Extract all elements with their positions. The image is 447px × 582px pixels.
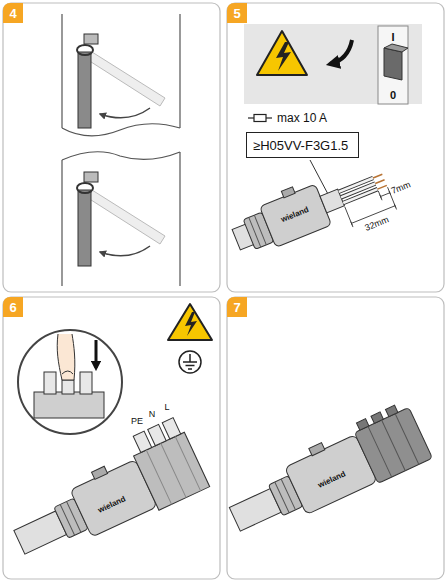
magnifier-detail-part [95,340,98,368]
step-number-text: 7 [233,301,240,314]
pipe-lower-part [62,152,180,286]
connector-open-part [146,436,200,504]
magnifier-detail-part [44,372,56,394]
strap-lower-part [78,190,91,266]
strap-lower-part [77,183,93,193]
fuse-symbol [248,115,272,122]
brand-logo: wieland [279,205,311,224]
connector-open-part [133,431,151,452]
switch-off-panel-part [244,24,422,104]
magnifier-detail [18,330,122,434]
step-number: 7 [227,297,247,317]
strap-lower [77,172,165,266]
strap-upper-part [84,34,98,44]
connector-stripped [226,154,397,270]
connector-closed-part [368,414,419,477]
step-number-text: 5 [233,7,240,20]
cable-spec-box: ≥H05VV-F3G1.5 [246,132,359,158]
pipe-upper-part [62,14,180,128]
connector-stripped-part-part [339,178,378,203]
pipe-upper [62,14,180,136]
connector-stripped-part [249,215,267,247]
switch-panel: I0 [244,24,422,104]
warning-triangle [168,304,212,340]
terminal-name: PE [130,417,144,426]
warning-triangle-part [185,312,197,336]
magnifier-detail-part [18,330,122,434]
magnifier-detail-part [62,371,73,374]
connector-stripped-part-part [373,174,387,189]
magnifier-detail-part [62,380,74,394]
fuse-symbol-part [254,115,266,122]
switch-off-panel-part [384,44,408,52]
terminal-name: L [163,403,170,412]
switch-mark: I [390,32,395,43]
brand-logo: wieland [316,470,348,490]
strap-upper-part [78,52,91,128]
strap-upper-part [100,108,150,118]
panel-frames [3,3,444,579]
switch-off-panel-part [330,40,352,64]
panel-frames-part [227,3,444,292]
magnifier-detail-part [34,392,104,418]
pipe-lower-part [62,152,180,160]
panel-frames-part [3,297,220,579]
dimension: 7mm [389,180,413,197]
connector-open-part [92,466,108,479]
fuse-rating: max 10 A [276,112,328,124]
switch-mark: 0 [389,90,397,101]
connector-open [0,416,210,570]
connector-stripped-part [281,187,295,198]
switch-off-panel-part [384,48,402,80]
connector-closed-part [371,412,383,423]
earth-symbol-part [179,351,201,373]
earth-symbol-part [183,354,197,369]
connector-stripped-part-part [380,191,391,198]
cable-spec: ≥H05VV-F3G1.5 [253,138,348,154]
connector-closed-part [309,443,325,456]
connector-closed-part [356,419,368,430]
brand-logo: wieland [96,495,128,515]
strap-upper-part [88,52,165,106]
switch-off-panel-part [276,42,291,71]
magnifier-detail-part [80,372,92,394]
strap-upper-part [77,45,93,55]
switch-off-panel-part [257,31,307,75]
connector-closed [220,400,433,545]
strap-lower-part [88,190,165,244]
strap-upper [77,34,165,128]
pipe-lower [62,152,180,286]
warning-triangle-part [168,304,212,340]
step-number: 5 [227,3,247,23]
earth-symbol [179,351,201,373]
step-number: 4 [3,3,23,23]
connector-stripped-part [339,174,387,203]
dimension: 32mm [363,215,391,233]
step-number-text: 6 [9,301,16,314]
strap-lower-part [100,246,150,256]
magnifier-detail-part [57,334,75,380]
connector-stripped-part [260,184,332,247]
terminal-name: N [148,410,157,419]
step-number-text: 4 [9,7,16,20]
switch-off-panel [244,24,422,104]
connector-open-part [148,424,166,445]
panel-frames-part [227,297,444,579]
panel-frames-part [3,3,220,292]
strap-lower-part [84,172,98,182]
switch-off-panel-part [378,26,408,104]
connector-closed-part [354,407,432,483]
step-number: 6 [3,297,23,317]
connector-stripped-part-part [339,178,378,203]
connector-open-part [162,418,180,439]
